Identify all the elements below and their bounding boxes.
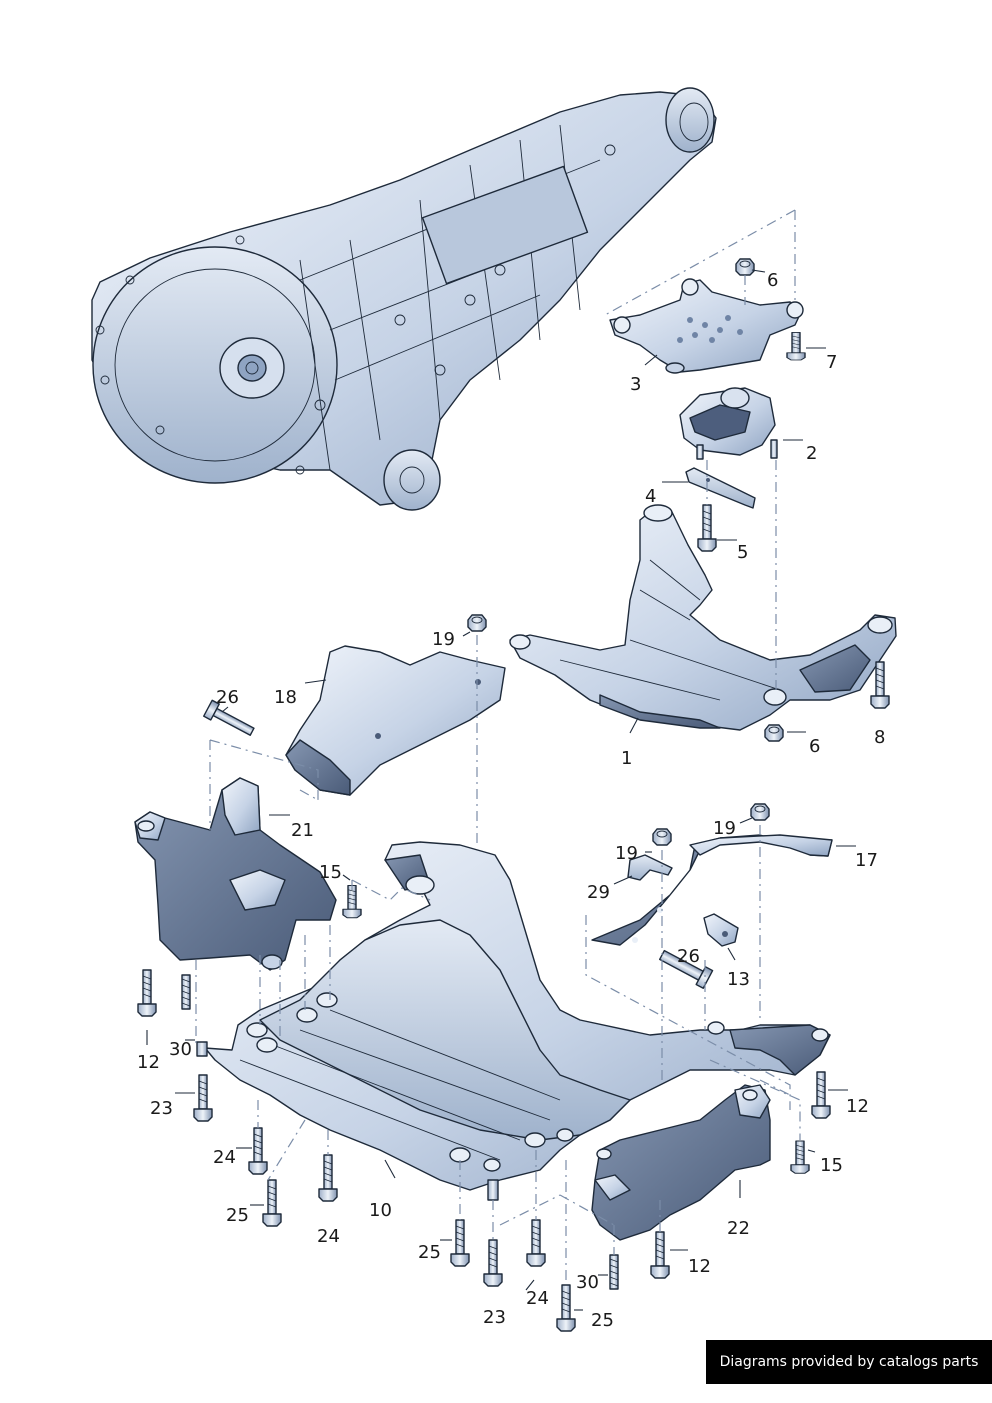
callout-19-middle: 19 [615, 843, 638, 864]
callout-5: 5 [737, 542, 748, 563]
callout-19-upper: 19 [432, 629, 455, 650]
gearbox-mount [679, 387, 778, 460]
callout-18: 18 [274, 687, 297, 708]
callout-3: 3 [630, 374, 641, 395]
callout-25-left: 25 [226, 1205, 249, 1226]
callout-26-left: 26 [216, 687, 239, 708]
knuckle-bracket-left [134, 777, 337, 971]
callout-15-right: 15 [820, 1155, 843, 1176]
callout-23-bottom: 23 [483, 1307, 506, 1328]
callout-2: 2 [806, 443, 817, 464]
transmission [91, 87, 717, 511]
callout-15-left: 15 [319, 862, 342, 883]
callout-labels: 6 7 3 2 4 5 19 18 26 1 6 8 21 15 19 19 1… [137, 270, 885, 1331]
callout-29: 29 [587, 882, 610, 903]
callout-12-left: 12 [137, 1052, 160, 1073]
callout-25-bottom: 25 [591, 1310, 614, 1331]
callout-24-bottom: 24 [526, 1288, 549, 1309]
leader-lines [146, 269, 856, 1311]
alignment-lines [195, 209, 801, 1285]
underbody-panel [196, 841, 831, 1201]
callout-7: 7 [826, 352, 837, 373]
callout-19-right: 19 [713, 818, 736, 839]
callout-13: 13 [727, 969, 750, 990]
callout-6-bottom: 6 [809, 736, 820, 757]
crossmember-support [509, 504, 897, 731]
callout-30-left: 30 [169, 1039, 192, 1060]
callout-24-middle: 24 [317, 1226, 340, 1247]
callout-12-bottom: 12 [688, 1256, 711, 1277]
callout-26-right: 26 [677, 946, 700, 967]
gearbox-mount-bracket [609, 278, 804, 374]
callout-21: 21 [291, 820, 314, 841]
callout-30-right: 30 [576, 1272, 599, 1293]
retainer-bracket [703, 913, 739, 947]
callout-1: 1 [621, 748, 632, 769]
callout-10: 10 [369, 1200, 392, 1221]
clip [627, 854, 673, 881]
callout-23-left: 23 [150, 1098, 173, 1119]
credit-banner: Diagrams provided by catalogs parts [706, 1340, 992, 1384]
callout-6-top: 6 [767, 270, 778, 291]
heat-shield-right [591, 834, 833, 946]
callout-25-middle: 25 [418, 1242, 441, 1263]
callout-22: 22 [727, 1218, 750, 1239]
callout-12-right: 12 [846, 1096, 869, 1117]
heat-shield-left [285, 645, 506, 796]
callout-24-left: 24 [213, 1147, 236, 1168]
knuckle-bracket-right [591, 1084, 771, 1241]
support-strip [685, 467, 756, 509]
callout-4: 4 [645, 486, 656, 507]
callout-17: 17 [855, 850, 878, 871]
callout-8: 8 [874, 727, 885, 748]
